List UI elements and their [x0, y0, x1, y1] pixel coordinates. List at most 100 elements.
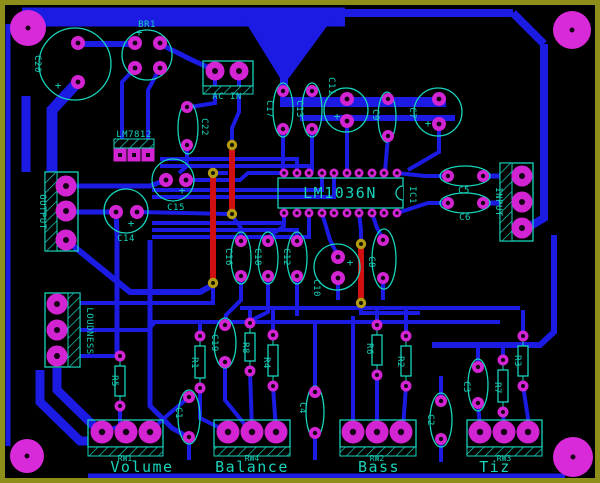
- silk-label: C1: [173, 407, 183, 419]
- pad-hole: [500, 428, 508, 436]
- pad-hole: [280, 88, 286, 94]
- pad-hole: [265, 238, 271, 244]
- capacitor-C11-outline[interactable]: [323, 87, 369, 133]
- capacitor-C7-outline[interactable]: [413, 87, 463, 137]
- pad-hole: [271, 333, 275, 337]
- pad-hole: [224, 428, 232, 436]
- mounting-hole-center: [569, 27, 575, 33]
- capacitor-C3-outline[interactable]: [467, 358, 489, 412]
- trace-top[interactable]: [406, 124, 441, 172]
- silk-label: C7: [407, 107, 417, 119]
- pad-hole: [184, 142, 190, 148]
- vreg-LM7812-hatch[interactable]: [113, 138, 155, 149]
- pad-hole: [375, 323, 379, 327]
- pad-hole: [134, 209, 140, 215]
- resistor-R2-body[interactable]: [400, 345, 412, 377]
- pad-hole: [519, 173, 525, 179]
- trace-top[interactable]: [147, 240, 188, 439]
- silk-label: C22: [199, 118, 209, 136]
- pad-hole: [118, 404, 122, 408]
- pad-hole: [375, 373, 379, 377]
- pad-hole: [480, 200, 486, 206]
- silk-label: R3: [512, 355, 522, 367]
- silk-label: C11: [326, 77, 336, 95]
- trace-top[interactable]: [46, 79, 82, 172]
- capacitor-C20-outline[interactable]: [38, 27, 112, 101]
- capacitor-C13-outline[interactable]: [301, 82, 323, 138]
- pad-hole: [436, 121, 442, 127]
- mounting-hole-center: [570, 454, 576, 460]
- trace-top[interactable]: [152, 174, 324, 192]
- capacitor-C9-outline[interactable]: [377, 91, 397, 143]
- pad-hole: [345, 211, 349, 215]
- resistor-R5-body[interactable]: [114, 365, 126, 397]
- pad-hole: [380, 237, 386, 243]
- pad-hole: [404, 334, 408, 338]
- pad-hole: [475, 364, 481, 370]
- resistor-R4-body[interactable]: [267, 344, 279, 377]
- pad-hole: [295, 171, 299, 175]
- pad-hole: [272, 428, 280, 436]
- capacitor-C6-outline[interactable]: [439, 192, 491, 214]
- trace-top[interactable]: [64, 237, 213, 295]
- pad-hole: [385, 133, 391, 139]
- polarity-mark: +: [347, 256, 354, 269]
- ic-notch: [395, 185, 404, 201]
- via-hole: [359, 242, 363, 246]
- trace-top[interactable]: [223, 362, 248, 428]
- capacitor-C18-outline[interactable]: [257, 231, 279, 285]
- via-hole: [359, 301, 363, 305]
- capacitor-C2-outline[interactable]: [429, 392, 453, 448]
- resistor-R3-body[interactable]: [517, 345, 529, 377]
- capacitor-C8-outline[interactable]: [371, 228, 397, 290]
- via-hole: [230, 143, 234, 147]
- silk-label: C6: [459, 213, 471, 223]
- layer-copper-bottom: [210, 145, 364, 303]
- capacitor-C1-outline[interactable]: [177, 389, 201, 445]
- pot-RW4-hatch: [213, 446, 291, 457]
- capacitor-C12-outline[interactable]: [286, 231, 308, 285]
- resistor-R7-body[interactable]: [497, 369, 509, 403]
- pad-hole: [132, 153, 136, 157]
- copper-pour[interactable]: [243, 18, 333, 78]
- resistor-R1-body[interactable]: [194, 345, 206, 379]
- trace-top[interactable]: [396, 201, 448, 215]
- trace-top[interactable]: [152, 214, 311, 239]
- silk-label: C3: [461, 381, 471, 393]
- pad-hole: [184, 104, 190, 110]
- trace-top[interactable]: [146, 67, 162, 148]
- capacitor-BR1-outline[interactable]: [121, 29, 173, 81]
- pad-hole: [370, 171, 374, 175]
- pad-hole: [521, 334, 525, 338]
- capacitor-C14-outline[interactable]: [103, 188, 149, 234]
- pad-hole: [312, 430, 318, 436]
- capacitor-C15-outline[interactable]: [151, 158, 195, 202]
- trace-top[interactable]: [510, 10, 547, 47]
- silk-label: C13: [294, 100, 304, 118]
- trace-top[interactable]: [52, 368, 99, 431]
- capacitor-C5-outline[interactable]: [439, 165, 491, 187]
- silk-label: LM1036N: [303, 184, 377, 202]
- trace-top[interactable]: [113, 211, 120, 354]
- pad-hole: [132, 40, 138, 46]
- pad-hole: [332, 211, 336, 215]
- pot-function-label: Tiz: [479, 458, 511, 476]
- trace-top[interactable]: [432, 235, 557, 348]
- capacitor-C16-outline[interactable]: [230, 231, 252, 285]
- capacitor-C10-outline[interactable]: [313, 243, 361, 291]
- trace-top[interactable]: [189, 72, 217, 109]
- resistor-R6-body[interactable]: [371, 334, 383, 366]
- pad-hole: [98, 428, 106, 436]
- silk-label: BR1: [138, 20, 156, 30]
- pad-hole: [357, 211, 361, 215]
- resistor-R8-body[interactable]: [244, 332, 256, 362]
- pad-hole: [395, 171, 399, 175]
- silk-label: AC IN: [212, 92, 242, 102]
- trace-top[interactable]: [35, 370, 88, 446]
- pot-ref-label: RW2: [370, 454, 385, 463]
- silk-label: LOUDNESS: [84, 307, 94, 354]
- polarity-mark: +: [179, 184, 186, 197]
- capacitor-C17-outline[interactable]: [272, 82, 294, 138]
